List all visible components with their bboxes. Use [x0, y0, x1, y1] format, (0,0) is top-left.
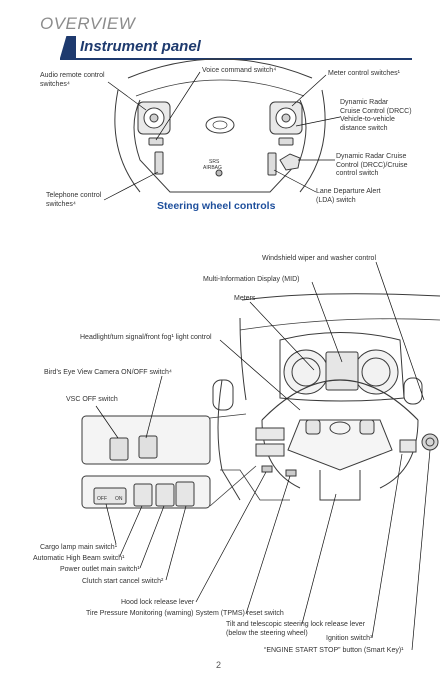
tilt-label: Tilt and telescopic steering lock releas…: [226, 621, 366, 637]
ahb-switch: [133, 483, 153, 507]
outlet-label: Power outlet main switch¹: [60, 566, 140, 573]
ignition-knob: [421, 433, 439, 451]
right-vent: [403, 377, 423, 405]
ahb-label: Automatic High Beam switch¹: [33, 555, 125, 562]
voice-button: [148, 137, 164, 146]
audio-switch-label: Audio remote control switches⁴: [40, 72, 105, 88]
tpms-switch: [285, 469, 297, 477]
switch-panel-upper: [81, 415, 211, 465]
mid-screen: [325, 351, 359, 391]
telephone-switch-label: Telephone control switches⁴: [46, 192, 102, 208]
bottom-leaders: [95, 261, 431, 651]
dash-top: [241, 293, 440, 301]
ignition-label: Ignition switch³: [326, 635, 373, 642]
headlight-label: Headlight/turn signal/front fog¹ light c…: [80, 334, 212, 341]
right-gauge: [353, 349, 399, 395]
cargo-on-text: ON: [115, 496, 123, 502]
srs-badge: SRS: [209, 159, 220, 165]
meters-label: Meters: [234, 295, 256, 302]
meter-switch-label: Meter control switches¹: [328, 70, 400, 77]
vsc-off-switch: [109, 437, 129, 461]
switch-panel-lower: [81, 475, 211, 509]
clutch-cancel-switch: [175, 481, 195, 507]
tpms-label: Tire Pressure Monitoring (warning) Syste…: [86, 610, 284, 617]
dashboard-illustration: [212, 293, 440, 501]
left-vent: [212, 379, 234, 411]
vsc-label: VSC OFF switch: [66, 396, 118, 403]
title-rule: [60, 36, 412, 60]
power-outlet-switch: [155, 483, 175, 507]
page-number: 2: [216, 660, 222, 670]
hood-lever: [261, 465, 273, 473]
cargo-off-text: OFF: [97, 496, 107, 502]
lda-switch: [267, 152, 277, 176]
wheel-rim-top: [127, 58, 313, 79]
telephone-switch: [154, 151, 164, 175]
engine-start-label: “ENGINE START STOP” button (Smart Key)¹: [264, 647, 404, 654]
section-label: OVERVIEW: [40, 14, 136, 33]
steering-caption: Steering wheel controls: [157, 200, 276, 212]
birdseye-label: Bird's Eye View Camera ON/OFF switch⁴: [44, 369, 172, 376]
steering-wheel-illustration: [114, 58, 326, 193]
wiper-label: Windshield wiper and washer control: [262, 255, 376, 262]
emblem: [205, 116, 235, 134]
wheel-rim-left: [114, 89, 141, 193]
cargo-lamp-switch: [93, 487, 127, 505]
mid-label: Multi-Information Display (MID): [203, 276, 300, 283]
dash-wheel-hub: [287, 419, 393, 471]
airbag-badge: AIRBAG: [203, 165, 222, 171]
cruise-stalk: [279, 153, 301, 171]
drcc-cruise-label: Dynamic Radar Cruise Control (DRCC)/Crui…: [336, 153, 408, 177]
dash-wheel-rim: [261, 379, 419, 421]
drcc-distance-label: Dynamic Radar Cruise Control (DRCC) Vehi…: [340, 99, 412, 132]
birdseye-switch: [138, 435, 158, 459]
lda-switch-label: Lane Departure Alert (LDA) switch: [316, 188, 381, 204]
clutch-label: Clutch start cancel switch²: [82, 578, 164, 585]
zoom-connector: [209, 413, 257, 507]
hood-label: Hood lock release lever: [121, 599, 195, 606]
top-leaders: [103, 71, 341, 201]
wheel-hub: [133, 99, 307, 193]
voice-switch-label: Voice command switch⁴: [202, 67, 277, 74]
page-title: Instrument panel: [80, 38, 201, 55]
wheel-rim-right: [299, 89, 326, 193]
cargo-label: Cargo lamp main switch¹: [40, 544, 118, 551]
